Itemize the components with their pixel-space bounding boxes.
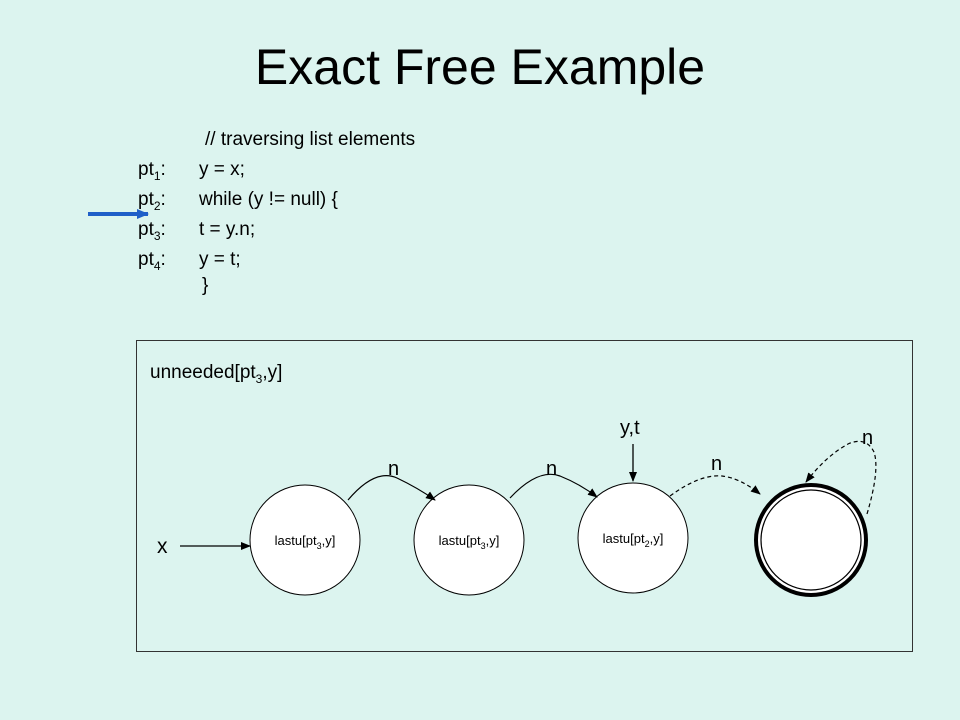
edge-n-3 <box>669 475 761 497</box>
code-label-pt3: pt3: <box>138 219 166 243</box>
list-node-3-label: lastu[pt2,y] <box>603 531 664 549</box>
code-statement-pt1: y = x; <box>199 159 245 180</box>
edge-n-3-label: n <box>711 453 722 475</box>
code-label-pt2: pt2: <box>138 189 166 213</box>
variable-yt-label: y,t <box>620 417 640 439</box>
list-node-2: lastu[pt3,y] <box>413 484 525 596</box>
code-label-pt4: pt4: <box>138 249 166 273</box>
edge-n-self-loop <box>805 440 877 515</box>
variable-x-label: x <box>157 535 168 558</box>
list-node-3: lastu[pt2,y] <box>577 482 689 594</box>
list-node-1-label: lastu[pt3,y] <box>275 533 336 551</box>
diagram-heading: unneeded[pt3,y] <box>150 362 282 386</box>
edge-n-2 <box>509 473 598 499</box>
edge-n-1 <box>347 475 436 501</box>
list-node-1: lastu[pt3,y] <box>249 484 361 596</box>
code-statement-pt2: while (y != null) { <box>199 189 338 210</box>
code-label-pt1: pt1: <box>138 159 166 183</box>
summary-node <box>754 483 868 597</box>
code-comment: // traversing list elements <box>205 129 416 150</box>
code-statement-pt4: y = t; <box>199 249 241 270</box>
edge-n-self-loop-label: n <box>862 427 873 449</box>
edge-n-1-label: n <box>388 458 399 480</box>
list-node-2-label: lastu[pt3,y] <box>439 533 500 551</box>
slide-title: Exact Free Example <box>254 39 706 95</box>
edge-n-2-label: n <box>546 458 557 480</box>
code-closing-brace: } <box>202 275 209 296</box>
code-statement-pt3: t = y.n; <box>199 219 256 240</box>
